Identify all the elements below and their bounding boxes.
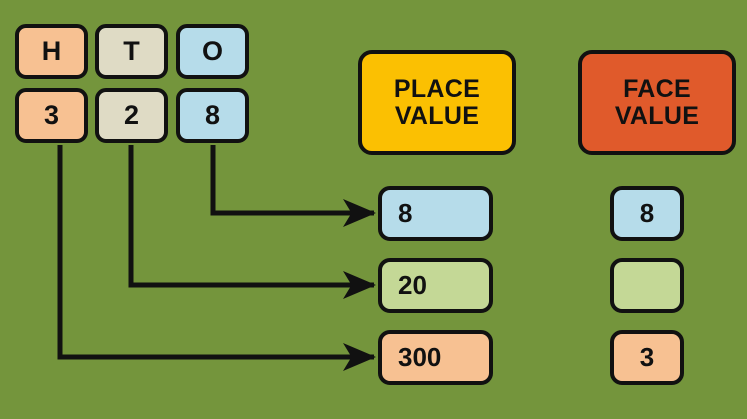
place-value-tens-value: 20	[398, 269, 427, 300]
connector-tens	[128, 145, 377, 299]
place-value-tens: 20	[378, 258, 493, 313]
connector-ones	[210, 145, 377, 227]
face-value-tens	[610, 258, 684, 313]
face-value-hundreds: 3	[610, 330, 684, 385]
place-header-ones-label: O	[201, 36, 223, 67]
face-value-banner: FACE VALUE	[578, 50, 736, 155]
digit-hundreds: 3	[15, 88, 88, 143]
digit-tens: 2	[95, 88, 168, 143]
digit-ones: 8	[176, 88, 249, 143]
place-value-hundreds: 300	[378, 330, 493, 385]
place-value-banner: PLACE VALUE	[358, 50, 516, 155]
face-value-banner-line1: FACE	[623, 75, 691, 104]
place-value-ones: 8	[378, 186, 493, 241]
place-value-ones-value: 8	[398, 197, 413, 228]
place-header-ones: O	[176, 24, 249, 79]
place-value-banner-line2: VALUE	[394, 101, 480, 130]
place-value-banner-line1: PLACE	[393, 75, 481, 104]
place-value-hundreds-value: 300	[398, 341, 442, 372]
place-header-tens-label: T	[123, 36, 140, 67]
place-header-hundreds: H	[15, 24, 88, 79]
face-value-banner-line2: VALUE	[614, 101, 700, 130]
face-value-ones: 8	[610, 186, 684, 241]
face-value-ones-value: 8	[639, 197, 655, 228]
digit-hundreds-value: 3	[43, 100, 60, 131]
connector-hundreds	[57, 145, 377, 371]
place-header-hundreds-label: H	[41, 36, 62, 67]
digit-tens-value: 2	[123, 100, 140, 131]
digit-ones-value: 8	[204, 100, 221, 131]
place-header-tens: T	[95, 24, 168, 79]
face-value-hundreds-value: 3	[639, 341, 655, 372]
